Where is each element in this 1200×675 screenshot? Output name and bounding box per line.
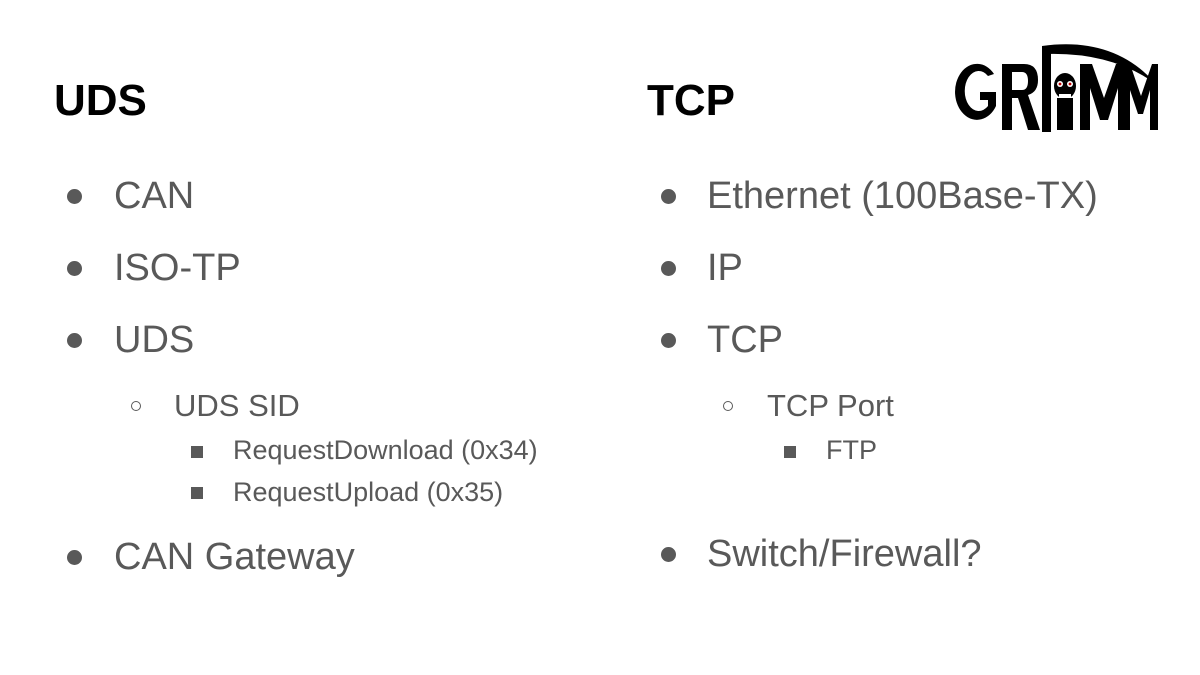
bullet-square-icon [191, 446, 203, 458]
list-item-ethernet: Ethernet (100Base-TX) [707, 175, 1098, 217]
list-item-iso-tp: ISO-TP [114, 247, 241, 289]
grimm-logo [955, 44, 1158, 132]
list-item-can-gateway: CAN Gateway [114, 536, 355, 578]
bullet-ring-icon [723, 401, 733, 411]
bullet-dot-icon [67, 333, 82, 348]
list-item-request-upload: RequestUpload (0x35) [233, 477, 504, 507]
bullet-dot-icon [661, 261, 676, 276]
bullet-square-icon [191, 487, 203, 499]
bullet-dot-icon [661, 189, 676, 204]
list-item-request-download: RequestDownload (0x34) [233, 435, 538, 465]
bullet-ring-icon [131, 401, 141, 411]
list-item-switch-firewall: Switch/Firewall? [707, 533, 982, 575]
list-item-can: CAN [114, 175, 195, 217]
bullet-dot-icon [67, 261, 82, 276]
skull-icon [1054, 73, 1076, 130]
bullet-square-icon [784, 446, 796, 458]
uds-title: UDS [54, 76, 147, 125]
list-item-ftp: FTP [826, 435, 877, 465]
tcp-title: TCP [647, 76, 735, 125]
bullet-dot-icon [67, 550, 82, 565]
list-item-uds: UDS [114, 319, 195, 361]
list-item-uds-sid: UDS SID [174, 388, 300, 423]
bullet-dot-icon [661, 333, 676, 348]
list-item-tcp: TCP [707, 319, 783, 361]
list-item-tcp-port: TCP Port [767, 388, 894, 423]
bullet-dot-icon [661, 547, 676, 562]
bullet-dot-icon [67, 189, 82, 204]
list-item-ip: IP [707, 247, 743, 289]
